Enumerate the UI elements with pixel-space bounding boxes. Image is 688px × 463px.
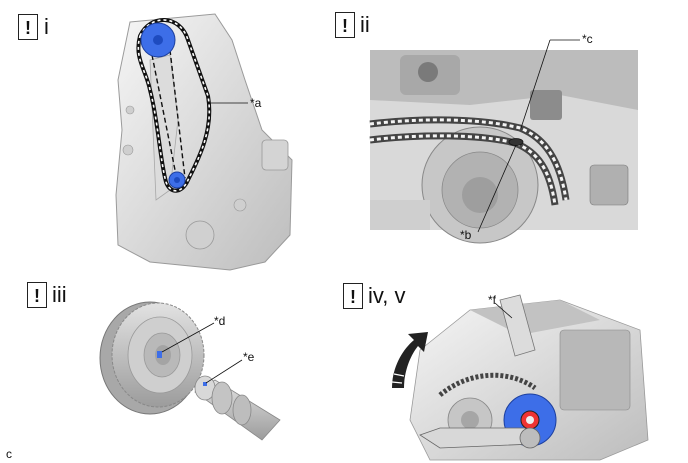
timing-chain-links — [137, 19, 210, 192]
callout-b: *b — [460, 228, 472, 242]
callout-c: *c — [582, 32, 593, 46]
callout-a: *a — [250, 96, 262, 110]
leader-line-b — [477, 144, 517, 233]
timing-mark-link — [508, 138, 524, 146]
step-iv-v-caution-mark: ! — [343, 283, 363, 309]
step-iii-label: iii — [52, 282, 67, 307]
callout-e: *e — [243, 350, 255, 364]
rotation-arrow — [392, 332, 428, 388]
sprocket-bolt-head — [526, 416, 534, 424]
camshaft-pin-mark — [203, 382, 207, 386]
chain-on-head — [438, 372, 537, 397]
camshaft — [194, 375, 281, 441]
wrench-handle-upper — [499, 294, 536, 357]
crankshaft-sprocket-hub — [174, 177, 180, 183]
camshaft-sprocket-hub — [153, 35, 163, 45]
wrench-head — [519, 427, 541, 449]
leader-line-e — [205, 359, 243, 384]
step-iii-caution-mark: ! — [27, 282, 47, 308]
chain-upper-run-links — [369, 118, 568, 201]
callout-d: *d — [214, 314, 226, 328]
leader-line-c-2 — [520, 39, 551, 129]
leader-line-f — [494, 302, 513, 319]
step-i-caution-mark: ! — [18, 14, 38, 40]
figure-code: c — [6, 447, 12, 461]
callout-f: *f — [488, 293, 497, 307]
gear-timing-mark — [157, 351, 162, 358]
chain-closeup-photo — [370, 50, 638, 244]
rotation-arrow-dashes — [391, 373, 405, 391]
step-iv-v-label: iv, v — [368, 283, 406, 308]
chain-guide-dashed — [169, 49, 186, 179]
wrench — [419, 427, 534, 449]
camshaft-timing-gear — [99, 301, 205, 415]
chain-guide-dashed-2 — [151, 54, 177, 176]
leader-line-d — [161, 322, 215, 353]
step-ii-caution-mark: ! — [335, 12, 355, 38]
step-i-label: i — [44, 14, 49, 39]
step-ii-label: ii — [360, 12, 370, 37]
